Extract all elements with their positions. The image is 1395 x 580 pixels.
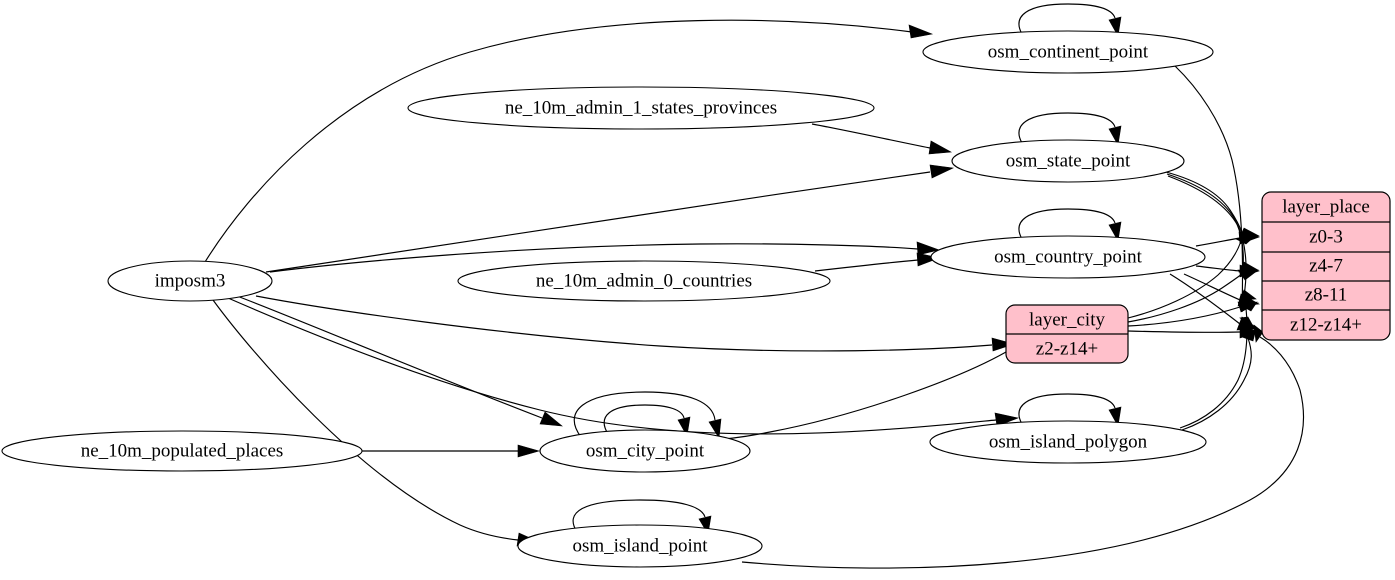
node-osm_island_point[interactable]: osm_island_point bbox=[517, 524, 763, 568]
edge-osm_continent_point-to-layer_place-z12 bbox=[1174, 65, 1254, 327]
node-label-imposm3: imposm3 bbox=[155, 270, 226, 291]
node-imposm3[interactable]: imposm3 bbox=[107, 260, 273, 302]
node-osm_continent_point[interactable]: osm_continent_point bbox=[922, 30, 1214, 74]
edge-imposm3-to-osm_continent_point bbox=[204, 19, 934, 263]
node-label-osm_island_point: osm_island_point bbox=[572, 535, 708, 556]
node-ne_10m_admin_1_states_provinces[interactable]: ne_10m_admin_1_states_provinces bbox=[407, 86, 875, 130]
edge-osm_state_point-to-layer_place-z0 bbox=[1165, 171, 1260, 240]
node-label-osm_country_point: osm_country_point bbox=[994, 246, 1142, 267]
edge-osm_island_polygon-to-layer_place-z12 bbox=[1181, 328, 1257, 431]
node-label-osm_continent_point: osm_continent_point bbox=[988, 41, 1149, 62]
layer_place-row-z12-z14[interactable]: z12-z14+ bbox=[1290, 314, 1362, 335]
selfloop-osm_island_polygon bbox=[1018, 393, 1122, 427]
edge-osm_country_point-to-layer_place-z8 bbox=[1183, 273, 1260, 307]
layer_city-title: layer_city bbox=[1029, 309, 1105, 330]
node-layer: imposm3 ne_10m_populated_places ne_10m_a… bbox=[1, 30, 1391, 568]
edge-imposm3-to-layer_city bbox=[255, 295, 1016, 352]
edge-imposm3-to-osm_city_point bbox=[236, 295, 563, 427]
edge-imposm3-to-osm_island_point bbox=[212, 299, 541, 547]
node-layer_city[interactable]: layer_city z2-z14+ bbox=[1005, 304, 1129, 364]
selfloop-osm_country_point bbox=[1018, 208, 1122, 242]
edge-osm_island_point-to-layer_place-z12 bbox=[741, 324, 1305, 569]
layer_place-title: layer_place bbox=[1282, 196, 1370, 217]
edge-ne_10m_admin_1_states_provinces-to-osm_state_point bbox=[811, 123, 953, 155]
layer_place-row-z4-7[interactable]: z4-7 bbox=[1309, 255, 1343, 276]
edge-layer_city-to-layer_place-z4 bbox=[1127, 269, 1259, 323]
node-ne_10m_populated_places[interactable]: ne_10m_populated_places bbox=[1, 430, 363, 472]
selfloop-osm_state_point bbox=[1018, 112, 1122, 146]
node-osm_state_point[interactable]: osm_state_point bbox=[951, 139, 1185, 183]
selfloop-osm_continent_point bbox=[1018, 3, 1122, 37]
node-osm_city_point[interactable]: osm_city_point bbox=[539, 429, 751, 473]
selfloop-osm_city_point-outer bbox=[573, 391, 722, 439]
node-label-osm_state_point: osm_state_point bbox=[1006, 150, 1131, 171]
edge-layer_city-to-layer_place-z0 bbox=[1127, 234, 1258, 319]
edge-layer bbox=[204, 3, 1305, 569]
edge-ne_10m_populated_places-to-osm_city_point bbox=[362, 444, 541, 458]
node-osm_island_polygon[interactable]: osm_island_polygon bbox=[929, 420, 1207, 464]
edge-imposm3-to-osm_island_polygon bbox=[227, 297, 1020, 435]
layer_city-row-z2-z14[interactable]: z2-z14+ bbox=[1036, 338, 1098, 359]
node-ne_10m_admin_0_countries[interactable]: ne_10m_admin_0_countries bbox=[457, 260, 831, 302]
layer_place-row-z0-3[interactable]: z0-3 bbox=[1309, 226, 1343, 247]
layer_place-row-z8-11[interactable]: z8-11 bbox=[1305, 284, 1348, 305]
edge-ne_10m_admin_0_countries-to-osm_country_point bbox=[814, 252, 941, 272]
node-osm_country_point[interactable]: osm_country_point bbox=[930, 235, 1206, 279]
edge-osm_island_polygon-to-layer_place-z8 bbox=[1179, 301, 1258, 429]
edge-imposm3-to-osm_state_point bbox=[265, 164, 955, 273]
node-layer_place[interactable]: layer_place z0-3 z4-7 z8-11 z12-z14+ bbox=[1261, 191, 1391, 341]
edge-imposm3-to-osm_country_point bbox=[269, 241, 941, 273]
node-label-osm_city_point: osm_city_point bbox=[586, 440, 705, 461]
node-label-ne_10m_admin_0_countries: ne_10m_admin_0_countries bbox=[536, 270, 752, 291]
node-label-osm_island_polygon: osm_island_polygon bbox=[989, 431, 1148, 452]
node-label-ne_10m_admin_1_states_provinces: ne_10m_admin_1_states_provinces bbox=[505, 97, 777, 118]
node-label-ne_10m_populated_places: ne_10m_populated_places bbox=[81, 440, 284, 461]
